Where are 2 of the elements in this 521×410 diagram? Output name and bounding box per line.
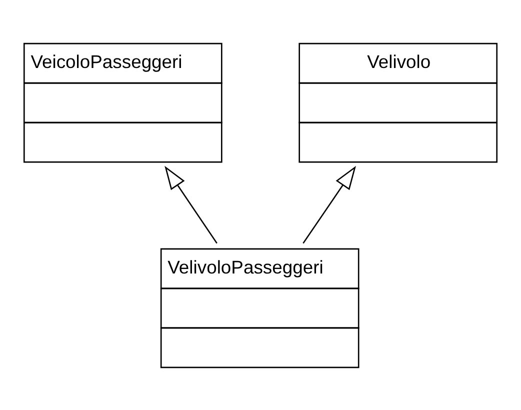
arrow [164, 165, 218, 244]
arrow [302, 165, 356, 244]
